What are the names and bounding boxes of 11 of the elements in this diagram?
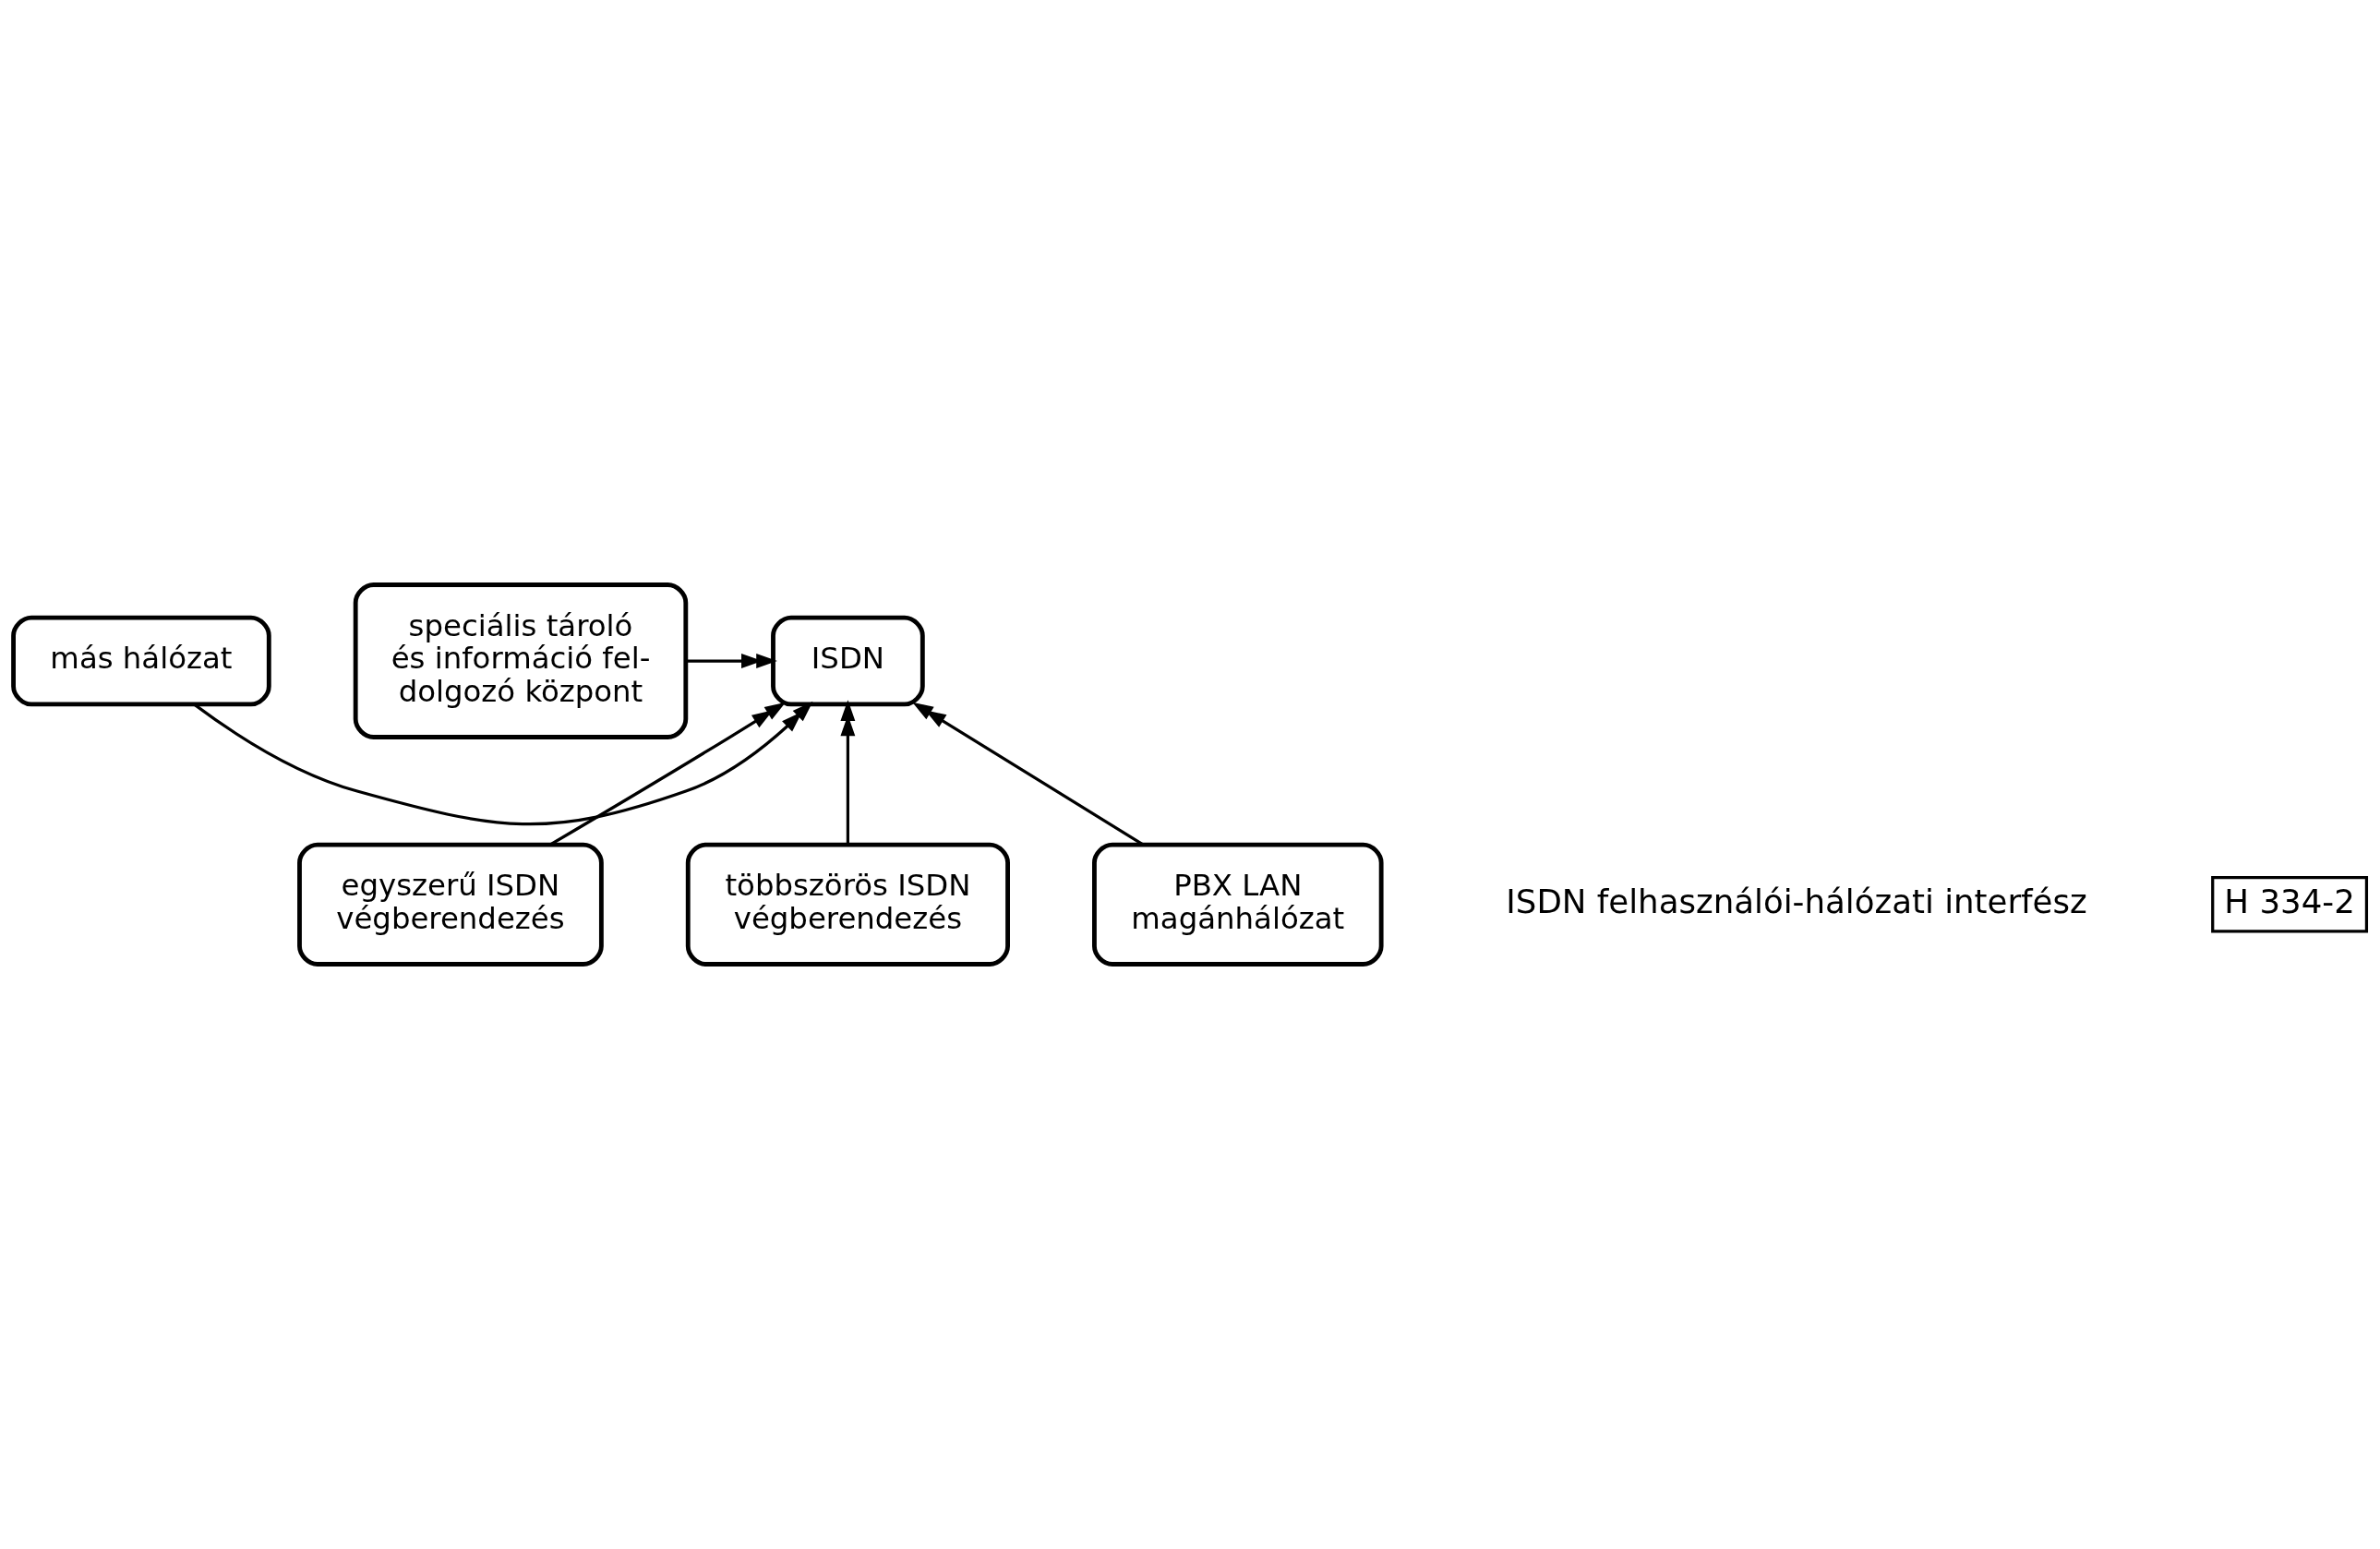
arrow (686, 654, 777, 668)
node-box: ISDN (771, 615, 925, 707)
arrow (193, 701, 813, 826)
node-box: többszörös ISDN végberendezés (685, 842, 1010, 967)
node-box: más hálózat (11, 615, 271, 707)
arrow (840, 700, 856, 845)
node-box: egyszerű ISDN végberendezés (297, 842, 604, 967)
node-box: speciális tároló és információ fel- dolgozó központ (353, 582, 689, 739)
node-box: PBX LAN magánhálózat (1092, 842, 1384, 967)
label: H 334-2 (2224, 882, 2355, 920)
legend-label: ISDN felhasználói-hálózati interfész (1506, 882, 2087, 920)
